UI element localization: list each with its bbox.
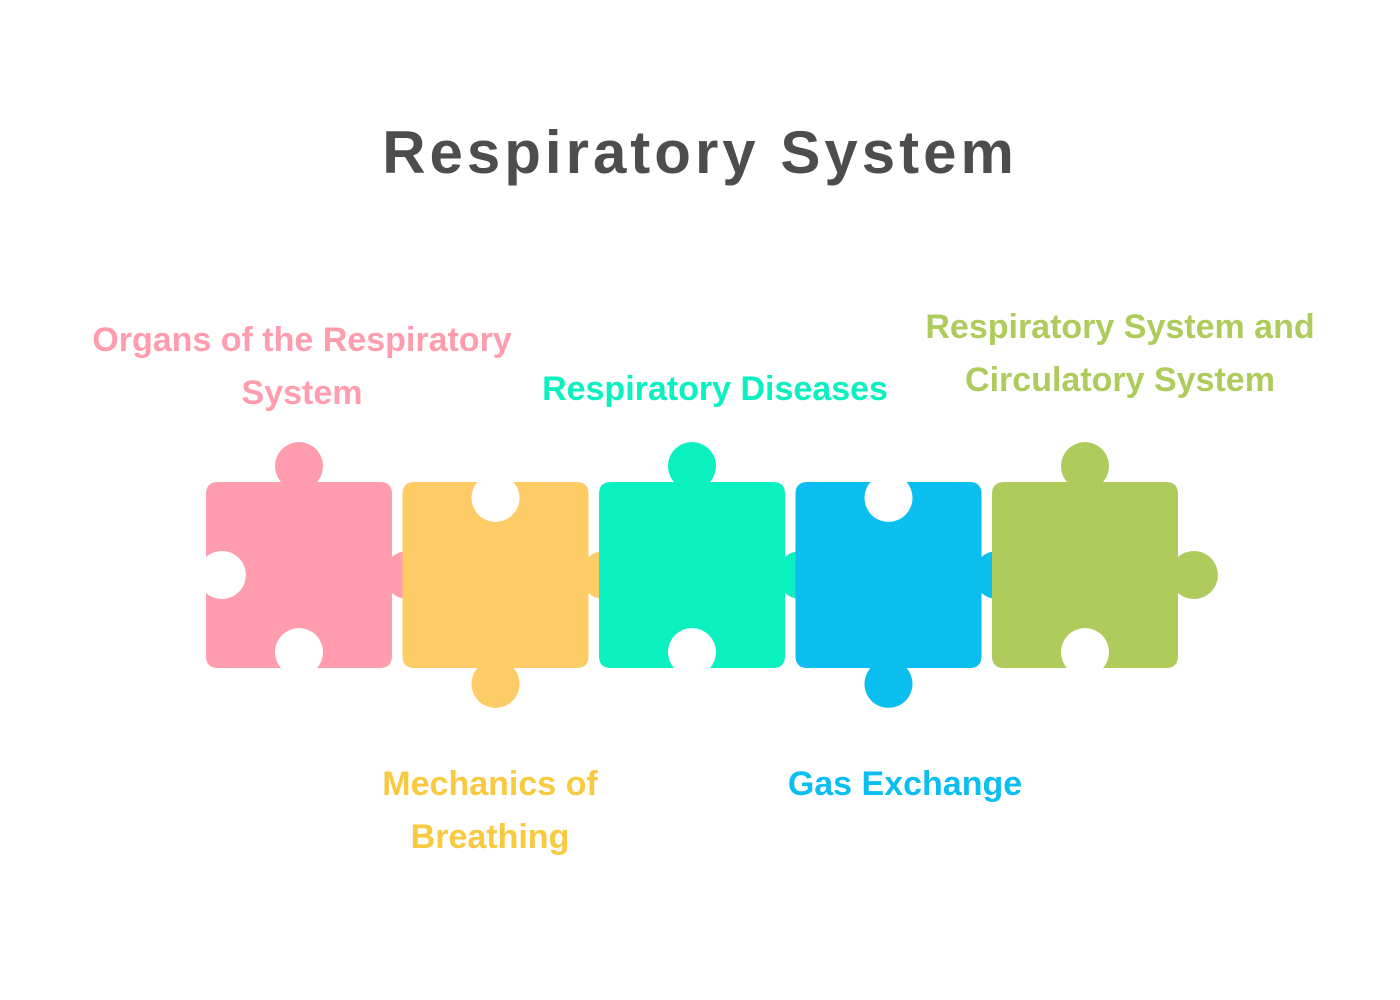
label-respiratory-system-and-circulatory-system: Respiratory System and Circulatory Syste… <box>880 301 1360 407</box>
label-line: Gas Exchange <box>787 765 1023 803</box>
diagram-title: Respiratory System <box>382 119 1018 186</box>
label-line: Organs of the Respiratory <box>92 321 512 359</box>
label-line: Respiratory Diseases <box>542 370 888 408</box>
label-line: System <box>241 374 363 412</box>
puzzle-piece-3 <box>599 442 825 668</box>
label-organs-of-the-respiratory-system: Organs of the Respiratory System <box>62 314 542 420</box>
label-line: Respiratory System and <box>925 308 1315 346</box>
puzzle-piece-1 <box>206 442 432 668</box>
label-respiratory-diseases: Respiratory Diseases <box>505 363 925 416</box>
label-gas-exchange: Gas Exchange <box>725 758 1085 811</box>
puzzle-piece-2 <box>402 482 629 708</box>
label-line: Mechanics of <box>382 765 598 803</box>
label-line: Breathing <box>410 818 570 856</box>
label-line: Circulatory System <box>965 361 1275 399</box>
puzzle-piece-4 <box>795 482 1022 708</box>
puzzle-piece-5 <box>992 442 1218 668</box>
label-mechanics-of-breathing: Mechanics of Breathing <box>310 758 670 864</box>
